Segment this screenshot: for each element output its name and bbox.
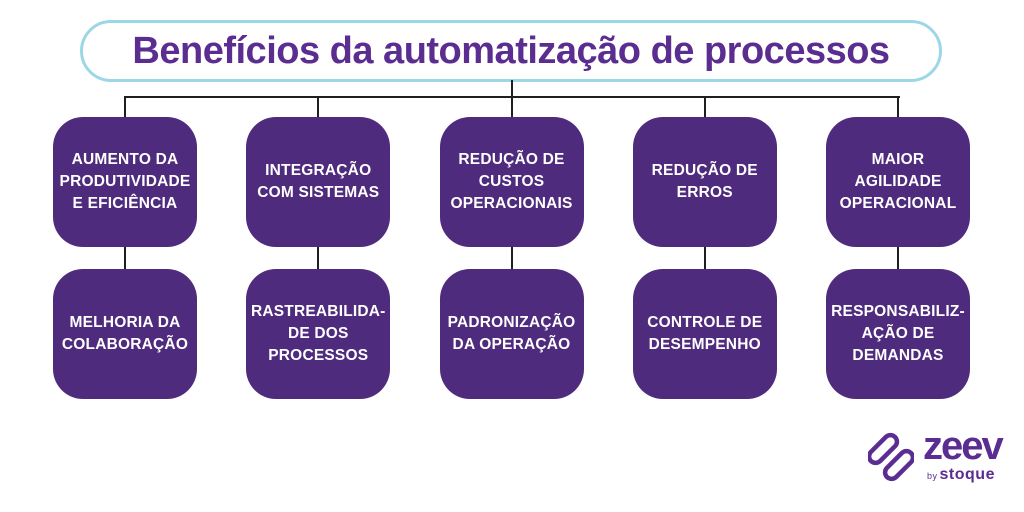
logo-brand-name: zeev [923, 424, 1004, 468]
node-label: RASTREABILIDA- DE DOS PROCESSOS [250, 303, 386, 364]
tree-column-5: MAIOR AGILIDADE OPERACIONAL RESPONSABILI… [826, 97, 970, 399]
page-title: Benefícios da automatização de processos [132, 29, 890, 72]
node-box: RESPONSABILIZ- AÇÃO DE DEMANDAS [826, 269, 970, 399]
connector-stub [703, 247, 706, 269]
node-label: PADRONIZAÇÃO DA OPERAÇÃO [447, 314, 576, 353]
logo-company-name: stoque [939, 466, 995, 483]
node-box: PADRONIZAÇÃO DA OPERAÇÃO [439, 269, 584, 399]
node-label: MAIOR AGILIDADE OPERACIONAL [839, 151, 957, 212]
node-box: AUMENTO DA PRODUTIVIDADE E EFICIÊNCIA [53, 117, 197, 247]
connector-stub [703, 97, 706, 117]
node-box: MAIOR AGILIDADE OPERACIONAL [826, 117, 970, 247]
connector-title-stub [510, 80, 513, 97]
connector-stub [317, 97, 320, 117]
node-box: CONTROLE DE DESEMPENHO [632, 269, 777, 399]
node-box: REDUÇÃO DE ERROS [632, 117, 777, 247]
logo-byline-prefix: by [927, 471, 938, 481]
tree-column-2: INTEGRAÇÃO COM SISTEMAS RASTREABILIDA- D… [246, 97, 391, 399]
node-label: MELHORIA DA COLABORAÇÃO [61, 314, 189, 353]
node-box: REDUÇÃO DE CUSTOS OPERACIONAIS [439, 117, 584, 247]
node-label: RESPONSABILIZ- AÇÃO DE DEMANDAS [831, 303, 965, 364]
connector-stub [510, 247, 513, 269]
connector-stub [897, 97, 899, 117]
tree-column-1: AUMENTO DA PRODUTIVIDADE E EFICIÊNCIA ME… [53, 97, 197, 399]
title-box: Benefícios da automatização de processos [80, 20, 942, 82]
node-label: INTEGRAÇÃO COM SISTEMAS [257, 162, 380, 201]
node-label: CONTROLE DE DESEMPENHO [647, 314, 763, 353]
node-label: REDUÇÃO DE CUSTOS OPERACIONAIS [450, 151, 573, 212]
node-box: INTEGRAÇÃO COM SISTEMAS [246, 117, 391, 247]
connector-stub [124, 247, 126, 269]
connector-stub [317, 247, 320, 269]
connector-stub [510, 97, 513, 117]
node-box: RASTREABILIDA- DE DOS PROCESSOS [246, 269, 391, 399]
tree-column-4: REDUÇÃO DE ERROS CONTROLE DE DESEMPENHO [632, 97, 777, 399]
zeev-zigzag-icon [868, 432, 914, 482]
node-label: AUMENTO DA PRODUTIVIDADE E EFICIÊNCIA [59, 151, 191, 212]
connector-stub [897, 247, 899, 269]
node-box: MELHORIA DA COLABORAÇÃO [53, 269, 197, 399]
connector-stub [124, 97, 126, 117]
tree-column-3: REDUÇÃO DE CUSTOS OPERACIONAIS PADRONIZA… [439, 97, 584, 399]
node-label: REDUÇÃO DE ERROS [651, 162, 758, 201]
